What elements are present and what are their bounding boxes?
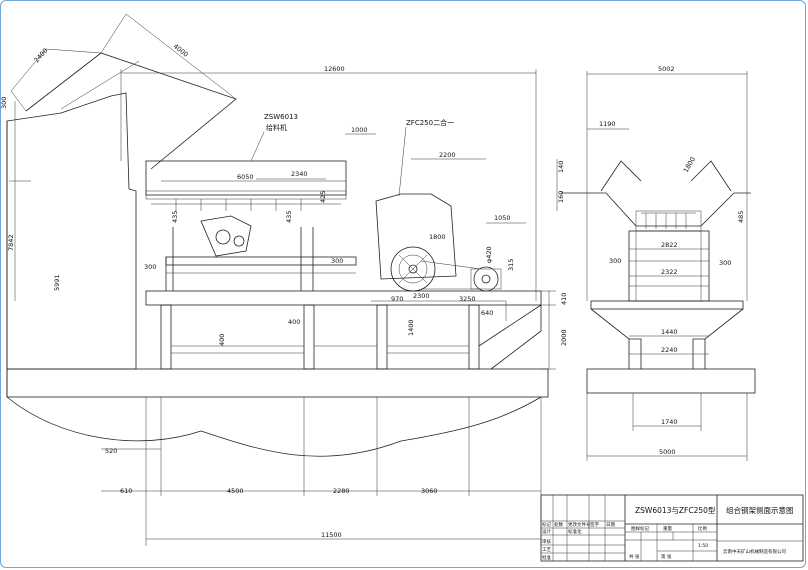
end-view: 5002 1190 1800 140 160 485 2822 300 300 …	[556, 65, 756, 461]
dim-4500: 4500	[227, 487, 244, 495]
side-view: 12600 4000 2400 300 7842 5991 6050 2340 …	[1, 13, 568, 546]
dim-s2240: 2240	[661, 346, 678, 354]
ground-section	[6, 368, 549, 398]
dim-400-a: 400	[218, 334, 226, 346]
dim-300-top: 300	[1, 97, 8, 109]
feeder-body	[145, 160, 347, 196]
tb-cell-10: 图样标记	[631, 525, 649, 532]
dim-s140: 140	[557, 161, 565, 173]
dim-2000: 2000	[560, 329, 568, 346]
end-hopper	[561, 192, 751, 227]
tb-cell-2: 更改文件号	[568, 521, 591, 528]
title-block: ZSW6013与ZFC250型 组合钢架侧面示意图 云南中天矿山机械制造有限公司…	[540, 494, 804, 562]
title-drawing-number: ZSW6013与ZFC250型	[635, 506, 716, 515]
title-drawing-name: 组合钢架侧面示意图	[726, 505, 794, 515]
dim-2200: 2200	[439, 151, 456, 159]
dim-s300a: 300	[609, 257, 621, 265]
dim-5991: 5991	[53, 274, 61, 291]
dim-s5000: 5000	[659, 448, 676, 456]
dim-315: 315	[507, 259, 515, 271]
foundation-curve	[6, 396, 542, 457]
dim-435b: 435	[285, 211, 293, 223]
dim-s5002: 5002	[658, 65, 675, 73]
label-zfc-model: ZFC250二合一	[406, 118, 454, 127]
tb-cell-9: 标准化	[568, 528, 582, 535]
title-scale: 1:50	[698, 543, 708, 549]
tb-cell-1: 处数	[554, 521, 563, 528]
dim-s1440: 1440	[661, 328, 678, 336]
upper-frame	[165, 256, 357, 266]
tb-cell-12: 比例	[698, 525, 707, 532]
steel-platform	[145, 290, 542, 306]
dim-3060: 3060	[421, 487, 438, 495]
tb-cell-4: 日期	[606, 522, 615, 528]
dim-400-b: 400	[288, 318, 300, 326]
dim-6050: 6050	[237, 173, 254, 181]
steel-columns	[160, 304, 542, 370]
dim-7842: 7842	[7, 234, 15, 251]
dim-1800: 1800	[429, 233, 446, 241]
end-platform	[590, 300, 744, 310]
dim-970: 970	[391, 295, 403, 303]
dim-s2322: 2322	[661, 268, 678, 276]
feeder-springs	[175, 199, 302, 211]
tb-cell-13: 共 张	[629, 553, 640, 560]
dim-2300: 2300	[413, 292, 430, 300]
dim-s485: 485	[737, 211, 745, 223]
dim-2280: 2280	[333, 487, 350, 495]
dim-1000: 1000	[351, 126, 368, 134]
tb-cell-8: 批准	[542, 554, 551, 561]
dim-640: 640	[481, 309, 493, 317]
motor-pulley	[473, 266, 499, 292]
dim-2400: 2400	[33, 47, 50, 65]
label-zsw-name: 给料机	[266, 123, 287, 132]
dim-2340: 2340	[291, 170, 308, 178]
end-ground-section	[586, 368, 756, 394]
tb-cell-6: 审核	[542, 538, 551, 545]
dim-s2822: 2822	[661, 241, 678, 249]
dim-435a: 435	[171, 211, 179, 223]
tb-cell-5: 设计	[542, 528, 551, 535]
tb-cell-0: 标记	[542, 521, 551, 528]
dim-425: 425	[319, 191, 327, 203]
dim-s1190: 1190	[599, 120, 616, 128]
crusher-housing	[375, 193, 457, 280]
dim-1400: 1400	[407, 319, 415, 336]
title-company: 云南中天矿山机械制造有限公司	[723, 548, 786, 555]
tb-cell-7: 工艺	[542, 547, 551, 553]
dim-s160: 160	[557, 191, 565, 203]
label-zsw-model: ZSW6013	[264, 113, 298, 121]
dim-s300b: 300	[719, 259, 731, 267]
dim-s1800: 1800	[682, 156, 697, 174]
dim-300-l2: 300	[331, 257, 343, 265]
dim-610: 610	[120, 487, 132, 495]
tb-cell-11: 重量	[663, 525, 672, 532]
dim-520: 520	[105, 447, 117, 455]
dim-3250: 3250	[459, 295, 476, 303]
tb-cell-3: 签字	[590, 521, 599, 528]
rock-slope	[6, 92, 137, 370]
dim-300-l1: 300	[144, 263, 156, 271]
dim-410: 410	[560, 293, 568, 305]
dim-1050: 1050	[494, 214, 511, 222]
dim-phi420: φ420	[485, 246, 493, 263]
tb-cell-14: 第 张	[661, 553, 672, 560]
inclined-chute	[25, 52, 237, 170]
dim-s1740: 1740	[661, 418, 678, 426]
dim-11500: 11500	[321, 531, 342, 539]
feeder-gearbox	[200, 215, 252, 257]
dim-12600: 12600	[324, 65, 345, 73]
